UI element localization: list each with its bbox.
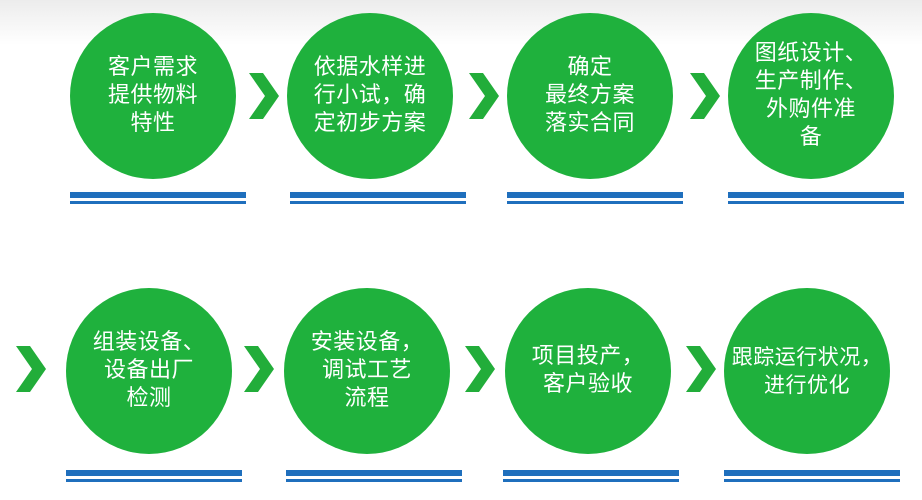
step-label: 图纸设计、 生产制作、 外购件准 备 (754, 41, 868, 150)
divider-bar (724, 470, 900, 482)
divider-bar (503, 470, 679, 482)
step-circle: 确定 最终方案 落实合同 (507, 13, 673, 179)
step-circle: 项目投产， 客户验收 (505, 288, 671, 454)
step-label: 客户需求 提供物料 特性 (107, 55, 198, 136)
divider-bar (728, 192, 904, 204)
step-label: 安装设备， 调试工艺 流程 (310, 330, 424, 411)
step-label: 跟踪运行状况， 进行优化 (731, 345, 883, 397)
chevron-right-icon (469, 73, 499, 119)
chevron-right-icon (244, 346, 274, 392)
divider-bar (290, 192, 466, 204)
step-label: 组装设备、 设备出厂 检测 (92, 330, 206, 411)
divider-bar (507, 192, 683, 204)
step-label: 项目投产， 客户验收 (531, 344, 645, 397)
chevron-right-icon (690, 73, 720, 119)
chevron-right-icon (686, 346, 716, 392)
step-circle: 跟踪运行状况， 进行优化 (724, 288, 890, 454)
step-circle: 依据水样进 行小试，确 定初步方案 (287, 13, 453, 179)
chevron-right-icon (16, 346, 46, 392)
step-label: 确定 最终方案 落实合同 (544, 55, 635, 136)
step-circle: 组装设备、 设备出厂 检测 (66, 288, 232, 454)
step-circle: 安装设备， 调试工艺 流程 (284, 288, 450, 454)
divider-bar (66, 470, 242, 482)
divider-bar (70, 192, 246, 204)
divider-bar (286, 470, 462, 482)
step-circle: 图纸设计、 生产制作、 外购件准 备 (728, 13, 894, 179)
chevron-right-icon (249, 73, 279, 119)
chevron-right-icon (465, 346, 495, 392)
step-circle: 客户需求 提供物料 特性 (70, 13, 236, 179)
step-label: 依据水样进 行小试，确 定初步方案 (313, 55, 427, 136)
